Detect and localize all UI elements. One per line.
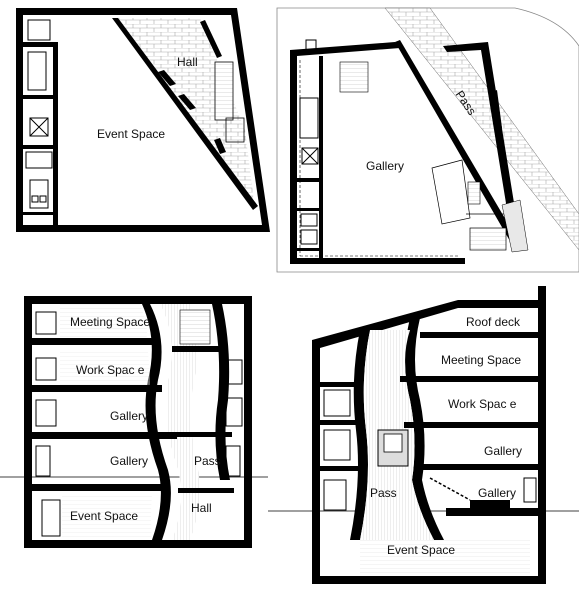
label-meeting-space-left: Meeting Space (70, 315, 150, 329)
label-gallery-lower-right: Gallery (478, 486, 516, 500)
label-gallery-upper-left: Gallery (110, 409, 148, 423)
hall-diagonal-wall (112, 18, 258, 210)
section-right-wavy-wall-2 (405, 318, 444, 540)
label-hall: Hall (177, 55, 198, 69)
hall-stair (214, 61, 245, 143)
section-left-core (35, 309, 243, 537)
plan-top-right: Gallery Pass (276, 7, 579, 273)
label-event-space: Event Space (97, 127, 165, 141)
plan-top-left: Event Space Hall (16, 8, 270, 232)
label-gallery-upper-right: Gallery (484, 444, 522, 458)
service-core (23, 19, 58, 232)
label-gallery: Gallery (366, 159, 404, 173)
label-hall-left: Hall (191, 501, 212, 515)
site-boundary (276, 7, 579, 273)
label-event-space-right: Event Space (387, 543, 455, 557)
label-pass-right: Pass (370, 486, 397, 500)
label-work-space-right: Work Spac e (448, 397, 517, 411)
pass-diagonal-band (384, 7, 579, 251)
label-roof-deck: Roof deck (466, 315, 521, 329)
gallery-ramp (431, 159, 471, 225)
section-bottom-right: Roof deck Meeting Space Work Spac e Gall… (268, 286, 579, 584)
pass-band-section-left (160, 304, 200, 540)
label-meeting-space-right: Meeting Space (441, 353, 521, 367)
label-event-space-left: Event Space (70, 509, 138, 523)
label-work-space-left: Work Spac e (76, 363, 145, 377)
label-gallery-lower-left: Gallery (110, 454, 148, 468)
section-bottom-left: Meeting Space Work Spac e Gallery Galler… (0, 296, 268, 548)
label-pass-left: Pass (194, 454, 221, 468)
gallery-service-core (297, 39, 369, 258)
section-left-wavy-wall-1 (142, 304, 171, 540)
